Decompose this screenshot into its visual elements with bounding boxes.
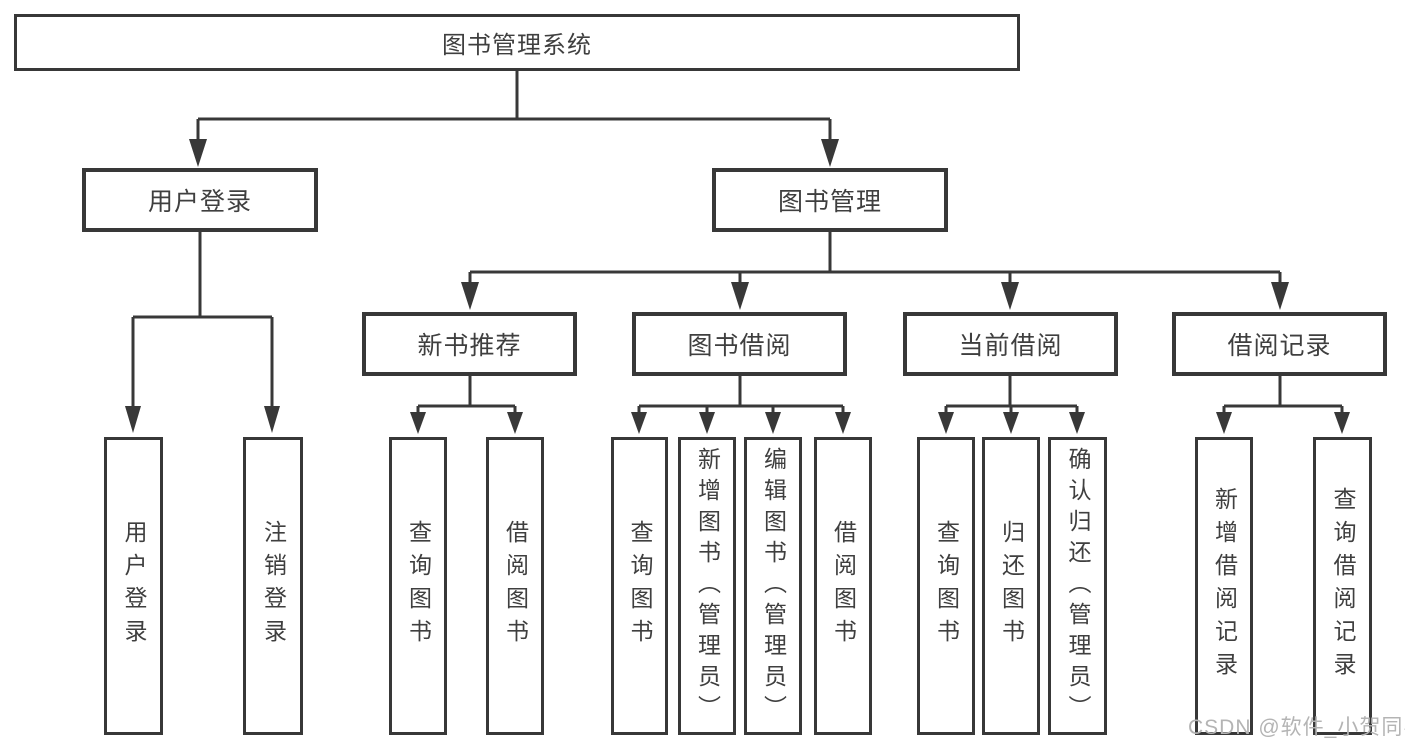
node-br-query-record-label: 查询借阅记录: [1330, 487, 1356, 685]
node-user-login-label: 用户登录: [147, 188, 252, 216]
node-new-book-recommend: 新书推荐: [362, 312, 577, 376]
node-bb-query-books: 查询图书: [611, 437, 668, 735]
node-root: 图书管理系统: [14, 14, 1020, 71]
node-nbr-query-books-label: 查询图书: [405, 520, 432, 652]
node-book-borrow: 图书借阅: [632, 312, 847, 376]
node-bb-query-books-label: 查询图书: [627, 520, 653, 652]
node-cb-confirm-return-admin-label: 确认归还（管理员）: [1065, 447, 1091, 726]
node-logout-leaf: 注销登录: [243, 437, 303, 735]
node-bb-add-books-admin: 新增图书（管理员）: [678, 437, 736, 735]
node-user-login-leaf: 用户登录: [104, 437, 163, 735]
node-nbr-borrow-books: 借阅图书: [486, 437, 544, 735]
node-bb-borrow-books: 借阅图书: [814, 437, 872, 735]
node-current-borrow-label: 当前借阅: [958, 332, 1063, 360]
node-book-management-label: 图书管理: [777, 188, 882, 216]
node-bb-edit-books-admin-label: 编辑图书（管理员）: [760, 447, 787, 726]
node-book-borrow-label: 图书借阅: [687, 332, 792, 360]
node-cb-confirm-return-admin: 确认归还（管理员）: [1048, 437, 1107, 735]
node-root-label: 图书管理系统: [442, 32, 592, 59]
node-user-login-leaf-label: 用户登录: [121, 520, 147, 652]
node-br-add-record-label: 新增借阅记录: [1211, 487, 1238, 685]
node-bb-edit-books-admin: 编辑图书（管理员）: [744, 437, 802, 735]
node-cb-return-books-label: 归还图书: [998, 520, 1025, 652]
node-cb-return-books: 归还图书: [982, 437, 1040, 735]
node-logout-leaf-label: 注销登录: [260, 520, 287, 652]
node-current-borrow: 当前借阅: [903, 312, 1118, 376]
node-borrow-records: 借阅记录: [1172, 312, 1387, 376]
node-book-management: 图书管理: [712, 168, 948, 232]
node-br-query-record: 查询借阅记录: [1313, 437, 1372, 735]
node-nbr-query-books: 查询图书: [389, 437, 447, 735]
node-br-add-record: 新增借阅记录: [1195, 437, 1253, 735]
node-nbr-borrow-books-label: 借阅图书: [502, 520, 529, 652]
node-bb-add-books-admin-label: 新增图书（管理员）: [694, 447, 721, 726]
node-borrow-records-label: 借阅记录: [1227, 332, 1332, 360]
watermark: CSDN @软件_小贺同学: [1188, 716, 1405, 739]
node-bb-borrow-books-label: 借阅图书: [830, 520, 857, 652]
node-user-login: 用户登录: [82, 168, 318, 232]
node-cb-query-books: 查询图书: [917, 437, 975, 735]
node-cb-query-books-label: 查询图书: [933, 520, 960, 652]
node-new-book-recommend-label: 新书推荐: [417, 332, 522, 360]
